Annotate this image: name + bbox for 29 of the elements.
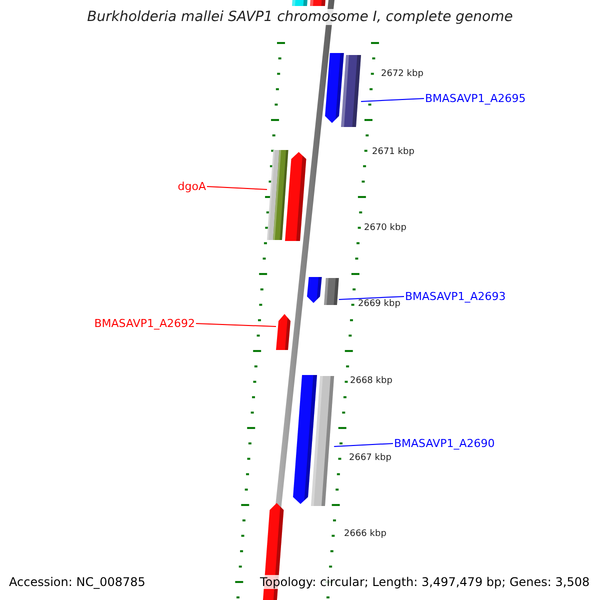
leader-line bbox=[334, 443, 394, 447]
map-title: Burkholderia mallei SAVP1 chromosome I, complete genome bbox=[87, 9, 513, 25]
leader-line bbox=[206, 186, 268, 190]
gene-label: dgoA bbox=[178, 180, 206, 193]
gene-feature bbox=[273, 150, 288, 240]
leader-line bbox=[196, 323, 276, 327]
gene-feature bbox=[276, 314, 291, 350]
gene-feature bbox=[293, 375, 318, 504]
leader-line bbox=[338, 296, 404, 300]
scale-label: 2669 kbp bbox=[358, 299, 400, 310]
scale-label: 2671 kbp bbox=[372, 147, 414, 158]
gene-feature bbox=[311, 376, 334, 506]
gene-label: BMASAVP1_A2695 bbox=[425, 92, 526, 105]
gene-feature bbox=[341, 55, 362, 127]
gene-label: BMASAVP1_A2690 bbox=[394, 437, 495, 450]
gene-label: BMASAVP1_A2693 bbox=[405, 290, 506, 303]
gene-feature bbox=[324, 278, 339, 305]
scale-label: 2670 kbp bbox=[364, 223, 406, 234]
scale-label: 2668 kbp bbox=[350, 376, 392, 387]
scale-label: 2667 kbp bbox=[349, 453, 392, 464]
info-text: Accession: NC_008785 bbox=[9, 575, 146, 589]
gene-feature bbox=[307, 277, 322, 303]
leader-line bbox=[360, 98, 424, 102]
gene-label: BMASAVP1_A2692 bbox=[94, 317, 195, 330]
gene-feature bbox=[285, 152, 306, 241]
info-text: Topology: circular; Length: 3,497,479 bp; Genes: 3,508 bbox=[260, 575, 590, 589]
gene-feature bbox=[325, 53, 344, 123]
scale-label: 2666 kbp bbox=[344, 529, 386, 540]
scale-label: 2672 kbp bbox=[381, 69, 424, 80]
